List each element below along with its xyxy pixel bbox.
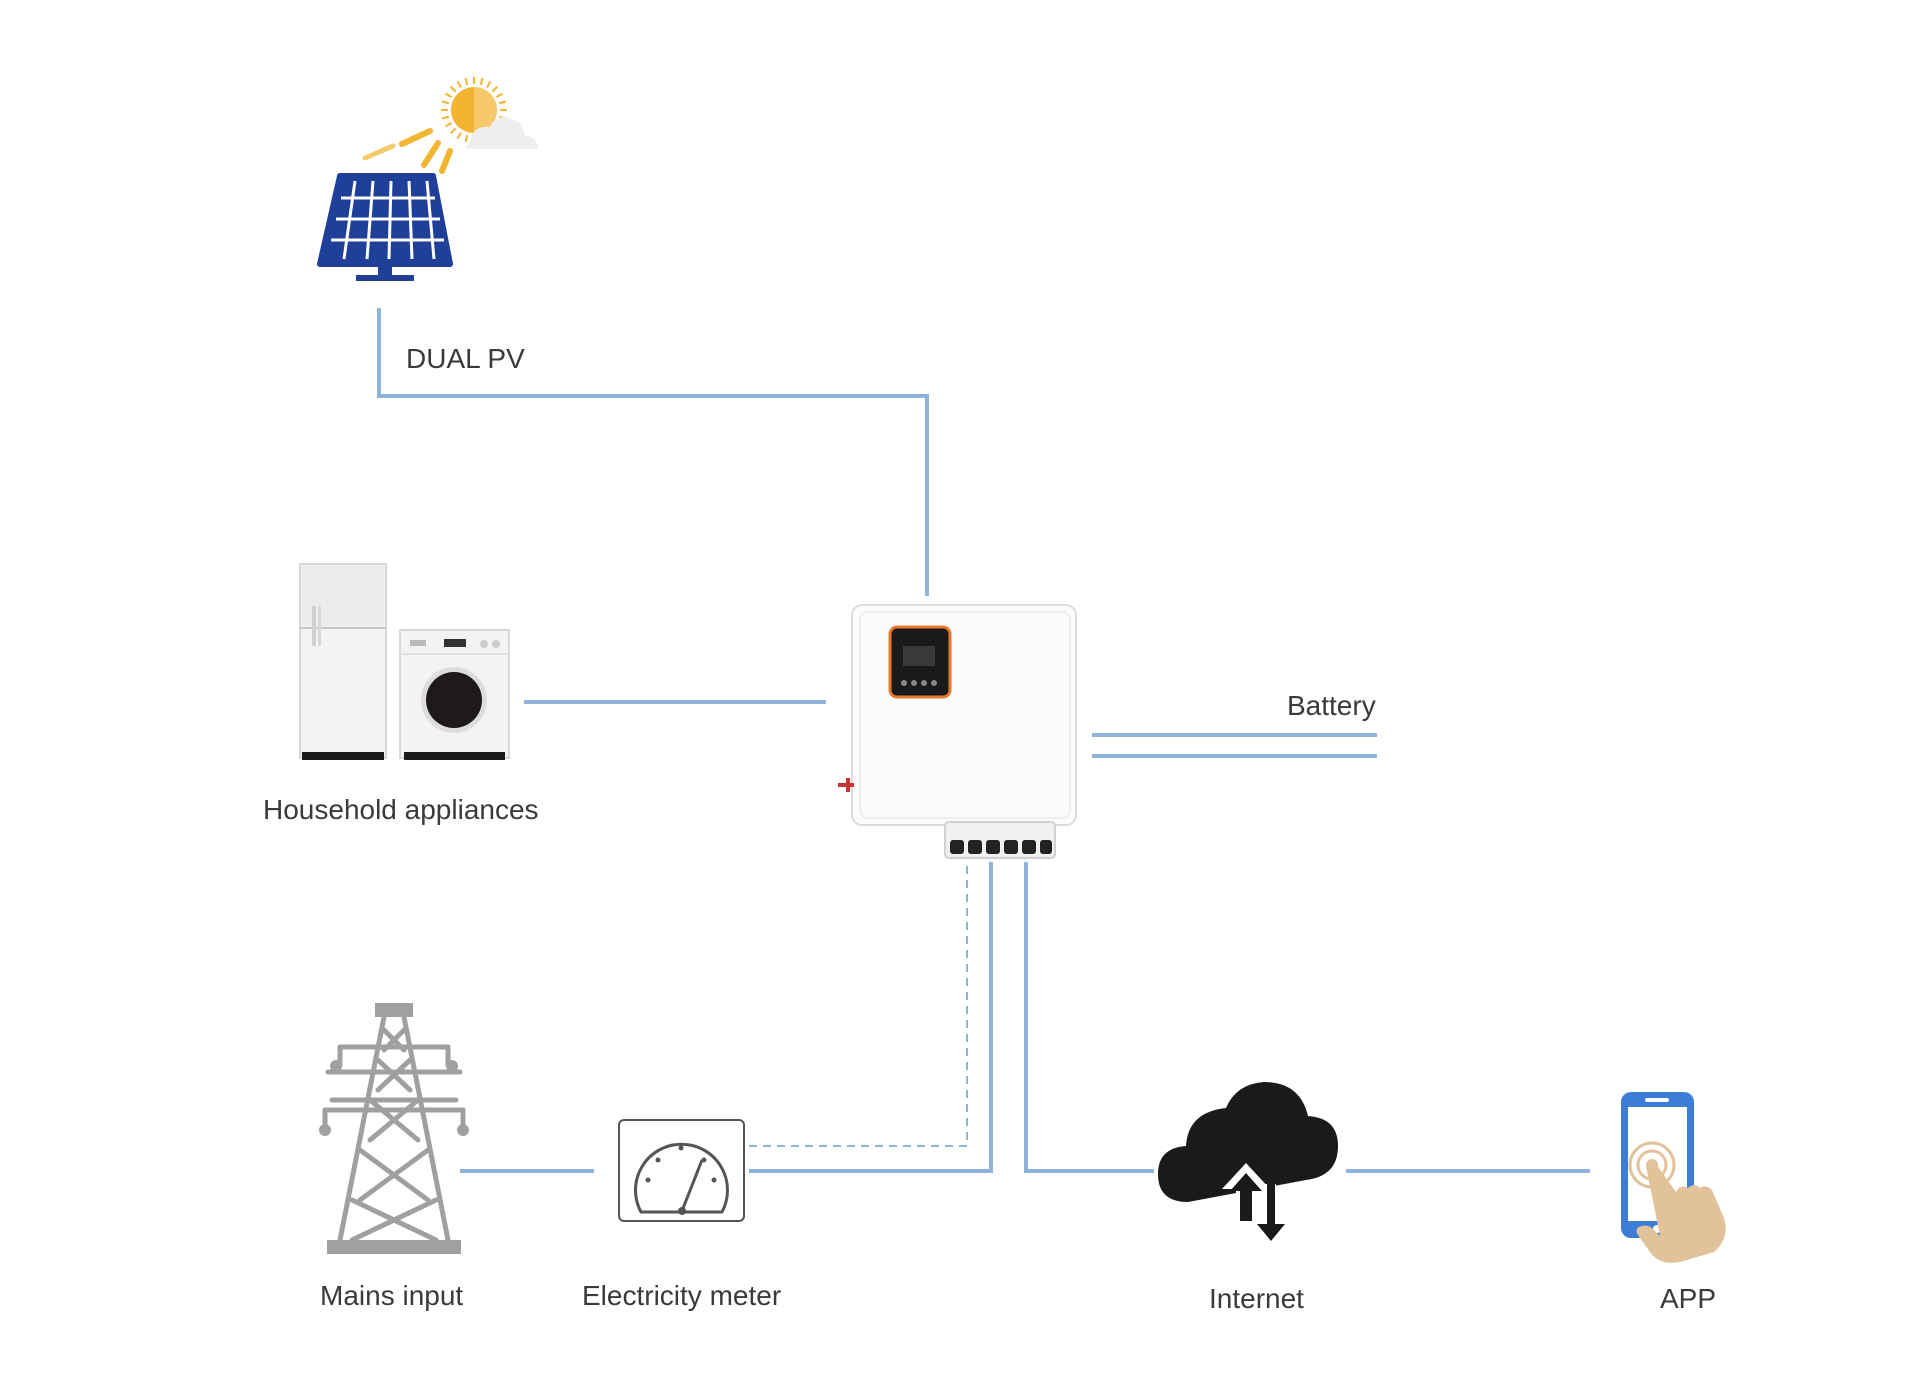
- sun-ray: [491, 85, 499, 93]
- inverter-icon: [838, 604, 1077, 859]
- sun-ray: [486, 80, 492, 88]
- sun-ray: [464, 134, 469, 143]
- line-pv-to-inverter: [377, 308, 929, 596]
- sunbeams: [362, 128, 453, 174]
- label-battery: Battery: [1287, 690, 1376, 721]
- smartphone-touch-icon: [1621, 1092, 1726, 1263]
- sun-ray: [456, 80, 462, 88]
- sun-ray: [496, 92, 504, 98]
- sun-ray: [444, 92, 452, 98]
- sun-ray: [449, 85, 457, 93]
- power-tower-icon: [319, 1003, 469, 1254]
- sun-icon: [441, 77, 538, 149]
- line-meter-to-inverter: [749, 862, 993, 1173]
- label-electricity-meter: Electricity meter: [582, 1280, 782, 1311]
- sun-ray: [444, 122, 452, 128]
- sun-ray: [441, 100, 450, 105]
- sun-ray: [449, 127, 457, 135]
- label-mains-input: Mains input: [320, 1280, 464, 1311]
- sun-ray: [441, 115, 450, 120]
- sun-ray: [498, 100, 507, 105]
- washing-machine-icon: [399, 629, 510, 760]
- label-household-appliances: Household appliances: [263, 794, 539, 825]
- electricity-meter-icon: [618, 1119, 745, 1222]
- sun-ray: [479, 77, 484, 86]
- connections: [377, 308, 1590, 1173]
- label-internet: Internet: [1209, 1283, 1304, 1314]
- solar-panel-icon: [317, 173, 453, 281]
- label-dual-pv: DUAL PV: [406, 343, 525, 374]
- fridge-icon: [299, 563, 387, 760]
- sun-ray: [464, 77, 469, 86]
- line-inverter-to-internet: [1024, 862, 1154, 1173]
- line-meter-signal-dashed: [749, 862, 968, 1147]
- label-app: APP: [1660, 1283, 1717, 1314]
- cloud-upload-download-icon: [1158, 1082, 1338, 1246]
- sun-ray: [456, 132, 462, 140]
